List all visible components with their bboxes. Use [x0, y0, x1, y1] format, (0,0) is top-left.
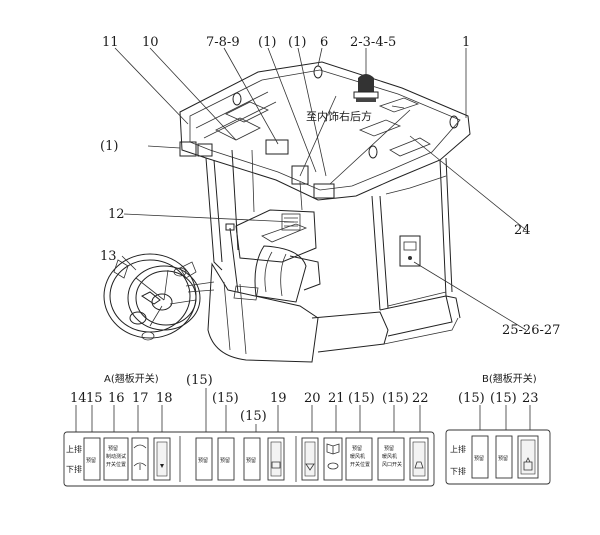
switch-label-vent-3: 风口开关 [382, 461, 402, 468]
num-15-h: (15) [490, 391, 517, 406]
callout-7-8-9: 7-8-9 [206, 35, 240, 50]
panel-b-row-lower: 下排 [450, 466, 466, 476]
cab-illustration: 11 10 7-8-9 (1) (1) 6 2-3-4-5 1 (1) 12 1… [100, 35, 560, 363]
callout-24: 24 [514, 223, 531, 238]
wiper-icon [133, 444, 147, 470]
num-21: 21 [328, 391, 345, 406]
rocker-switch-15-b[interactable]: 预留 [195, 437, 213, 481]
steering-wheel-assembly [103, 253, 215, 341]
panel-b-title: B(翘板开关) [482, 372, 537, 385]
num-22: 22 [412, 391, 429, 406]
num-23: 23 [522, 391, 539, 406]
switch-label-vent-1: 预留 [384, 445, 394, 452]
callout-1-left: (1) [100, 139, 118, 154]
switch-label-vent-2: 暖风机 [382, 453, 397, 460]
num-14: 14 [70, 391, 87, 406]
horn-icon [160, 464, 164, 468]
num-15-d: (15) [240, 409, 267, 424]
leader-lines [114, 47, 527, 331]
rocker-switch-19[interactable] [267, 437, 285, 481]
callout-1: 1 [462, 35, 470, 50]
callout-10: 10 [142, 35, 159, 50]
num-15-f: (15) [382, 391, 409, 406]
beacon-icon [414, 461, 424, 469]
rocker-switch-15-c[interactable]: 预留 [217, 437, 235, 481]
switch-label-brake-test-2: 制动测试 [106, 453, 126, 460]
rocker-switch-22[interactable] [409, 437, 429, 481]
callout-2-3-4-5: 2-3-4-5 [350, 35, 396, 50]
num-17: 17 [132, 391, 149, 406]
num-19: 19 [270, 391, 287, 406]
roof-note: 至内饰右后方 [306, 109, 372, 123]
panel-a-row-upper: 上排 [66, 444, 82, 454]
rocker-switch-23[interactable] [517, 435, 539, 479]
rocker-switch-15-g[interactable]: 预留 [471, 435, 489, 479]
switch-label-heater-2: 暖风机 [350, 453, 365, 460]
rocker-switch-17[interactable] [131, 437, 149, 481]
callout-1-b: (1) [288, 35, 306, 50]
num-15-c: (15) [212, 391, 239, 406]
callout-11: 11 [102, 35, 119, 50]
book-icon [326, 443, 340, 455]
num-15-e: (15) [348, 391, 375, 406]
num-15-g: (15) [458, 391, 485, 406]
callout-12: 12 [108, 207, 125, 222]
panel-a-title: A(翘板开关) [104, 372, 159, 385]
switch-label-heater-1: 预留 [352, 445, 362, 452]
rocker-switch-15-h[interactable]: 预留 [495, 435, 513, 479]
callout-1-a: (1) [258, 35, 276, 50]
washer-icon [305, 463, 315, 471]
callout-13: 13 [100, 249, 117, 264]
num-18: 18 [156, 391, 173, 406]
switch-label-reserved: 预留 [198, 457, 208, 464]
switch-label-reserved: 预留 [220, 457, 230, 464]
num-15-b: (15) [186, 373, 213, 388]
switch-label-heater-3: 开关位置 [350, 461, 370, 468]
switch-label-reserved: 预留 [86, 457, 96, 464]
rocker-switch-18[interactable] [153, 437, 171, 481]
switch-label-brake-test-3: 开关位置 [106, 461, 126, 468]
switch-label-brake-test-1: 预留 [108, 445, 118, 452]
rocker-switch-21[interactable] [323, 437, 343, 481]
beacon-lamp-icon [353, 74, 379, 102]
rocker-switch-20[interactable] [301, 437, 319, 481]
callout-6: 6 [320, 35, 328, 50]
num-16: 16 [108, 391, 125, 406]
num-20: 20 [304, 391, 321, 406]
switch-label-reserved: 预留 [498, 455, 508, 462]
switch-label-reserved: 预留 [246, 457, 256, 464]
rocker-switch-16[interactable]: 预留 制动测试 开关位置 [103, 437, 129, 481]
rocker-switch-heater-vent[interactable]: 预留 暖风机 风口开关 [377, 437, 405, 481]
panel-a: A(翘板开关) 14 15 16 17 18 (15) (15) (15) 19… [63, 372, 435, 487]
rocker-switch-15[interactable]: 预留 [83, 437, 101, 481]
cab-light-icon [523, 457, 533, 471]
panel-b: B(翘板开关) (15) (15) 23 上排 下排 预留 预留 [445, 372, 551, 485]
panel-b-row-upper: 上排 [450, 444, 466, 454]
switch-label-reserved: 预留 [474, 455, 484, 462]
rocker-switch-heater-position[interactable]: 预留 暖风机 开关位置 [345, 437, 373, 481]
callout-25-26-27: 25-26-27 [502, 323, 560, 338]
panel-a-row-lower: 下排 [66, 464, 82, 474]
rocker-switch-15-d[interactable]: 预留 [243, 437, 261, 481]
light-icon [271, 461, 281, 469]
fan-icon [327, 462, 339, 470]
num-15: 15 [86, 391, 103, 406]
